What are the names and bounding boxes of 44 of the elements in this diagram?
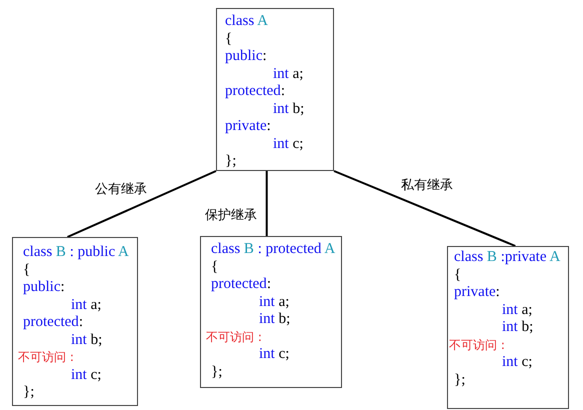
code-line: int b; xyxy=(501,319,534,336)
access-label: 不可访问 : xyxy=(206,328,262,346)
class-box xyxy=(216,8,334,171)
connector-line xyxy=(67,170,216,238)
code-line: class B : public A xyxy=(23,244,129,262)
connector-line xyxy=(266,171,268,236)
code-line: class B :private A xyxy=(454,249,560,266)
code-line: int a; xyxy=(272,66,304,83)
edge-label: 私有继承 xyxy=(400,176,454,194)
edge-label: 公有继承 xyxy=(94,180,148,198)
code-line: private: xyxy=(454,284,500,302)
access-label: 不可访问 : xyxy=(449,336,505,354)
code-line: int a; xyxy=(70,296,102,314)
code-line: public: xyxy=(225,48,267,66)
access-label: 不可访问 : xyxy=(18,349,74,366)
code-line: protected: xyxy=(23,314,83,332)
connector-line xyxy=(334,170,516,247)
code-line: public: xyxy=(23,279,65,296)
code-line: int c; xyxy=(258,346,290,364)
code-line: int b; xyxy=(272,100,304,118)
class-box xyxy=(447,246,569,409)
edge-label: 保护继承 xyxy=(204,206,258,224)
code-line: private: xyxy=(225,118,271,136)
code-line: { xyxy=(454,266,462,284)
code-line: { xyxy=(23,262,30,279)
code-line: int b; xyxy=(70,332,102,349)
code-line: int a; xyxy=(258,294,290,311)
code-line: { xyxy=(225,30,232,48)
code-line: }; xyxy=(211,364,222,381)
code-line: int c; xyxy=(70,366,102,384)
code-line: protected: xyxy=(211,276,271,294)
code-line: class B : protected A xyxy=(211,241,336,258)
class-box xyxy=(12,237,138,406)
code-line: int c; xyxy=(501,354,532,372)
class-box xyxy=(200,236,342,388)
code-line: int c; xyxy=(272,136,304,153)
code-line: class A xyxy=(225,13,268,30)
code-line: }; xyxy=(454,372,466,389)
code-line: protected: xyxy=(225,83,285,100)
code-line: int b; xyxy=(258,311,290,328)
code-line: }; xyxy=(23,384,34,402)
code-line: int a; xyxy=(501,302,532,319)
code-line: { xyxy=(211,258,218,276)
code-line: }; xyxy=(225,153,236,170)
